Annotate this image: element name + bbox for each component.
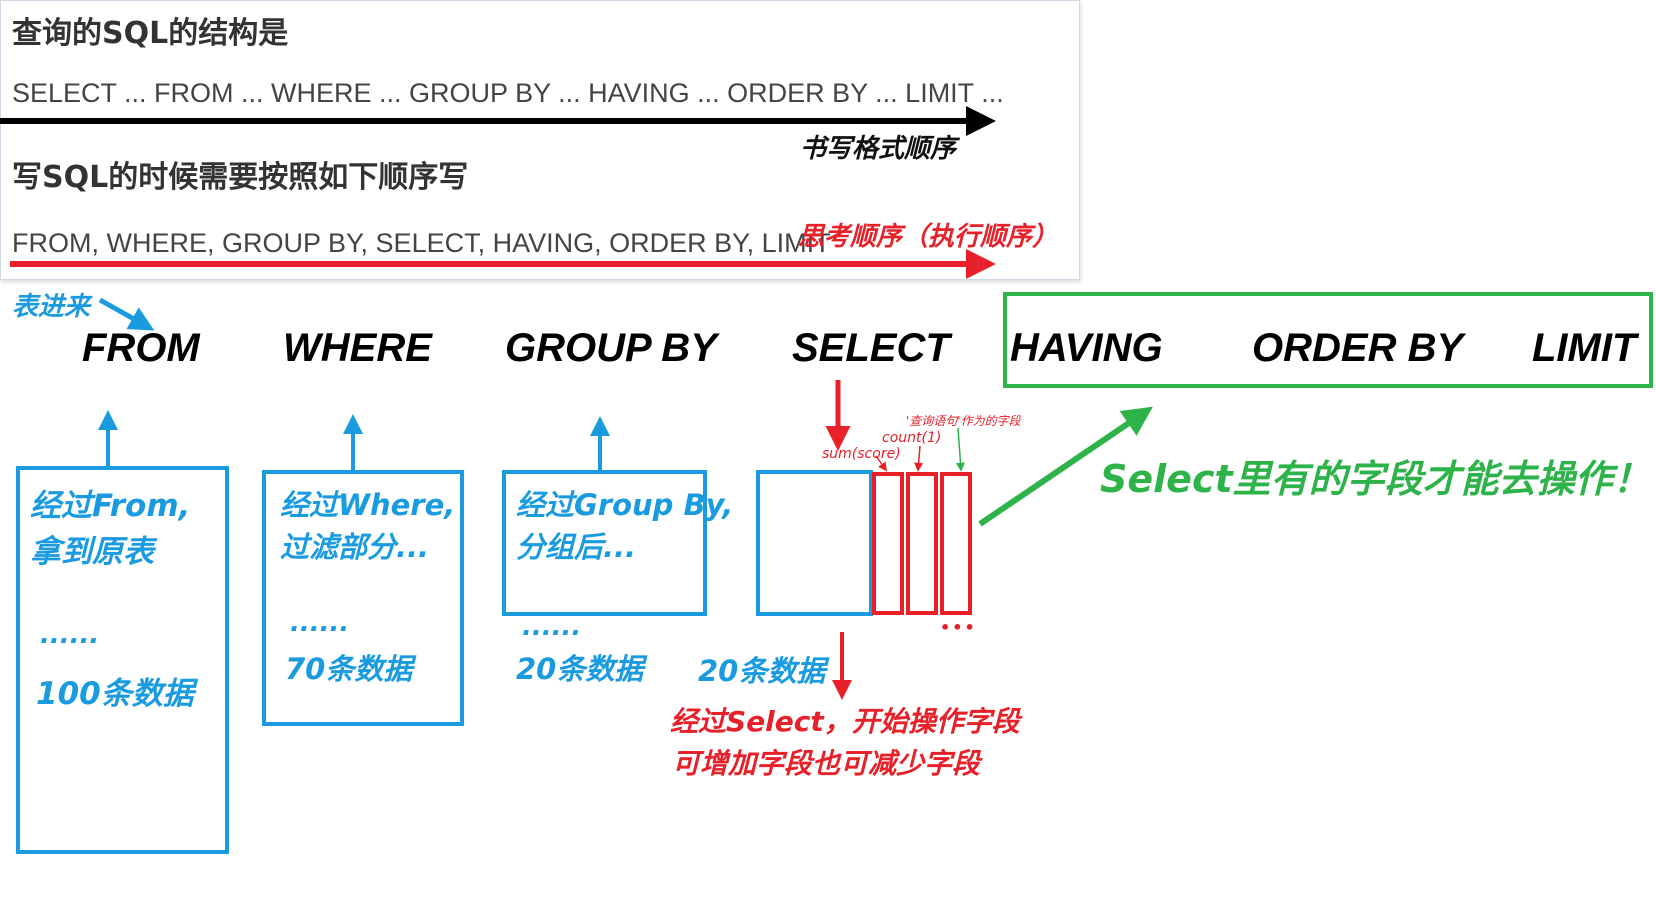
keyword-order-by: ORDER BY bbox=[1252, 326, 1464, 370]
where-stage-box bbox=[262, 470, 464, 726]
select-stage-box bbox=[756, 470, 873, 616]
panel-title-structure: 查询的SQL的结构是 bbox=[12, 16, 289, 51]
where-stage-line2: 过滤部分... bbox=[280, 530, 430, 564]
count-pointer-arrow bbox=[914, 445, 924, 472]
write-order-label: 书写格式顺序 bbox=[800, 134, 957, 164]
keyword-where: WHERE bbox=[283, 326, 432, 370]
groupby-stage-line1: 经过Group By, bbox=[516, 488, 734, 522]
select-stage-count: 20条数据 bbox=[698, 654, 826, 688]
select-note-line1: 经过Select，开始操作字段 bbox=[670, 705, 1020, 738]
select-field-column-alias bbox=[940, 472, 972, 615]
keyword-from: FROM bbox=[82, 326, 200, 370]
groupby-stage-line2: 分组后... bbox=[516, 530, 637, 564]
write-order-sequence: SELECT ... FROM ... WHERE ... GROUP BY .… bbox=[12, 78, 1004, 108]
keyword-group-by: GROUP BY bbox=[505, 326, 717, 370]
select-note-line2: 可增加字段也可减少字段 bbox=[672, 747, 981, 780]
where-stage-count: 70条数据 bbox=[285, 652, 413, 686]
groupby-stage-dots: ...... bbox=[522, 612, 582, 642]
select-fields-only-note: Select里有的字段才能去操作！ bbox=[1100, 457, 1651, 501]
where-stage-line1: 经过Where, bbox=[280, 488, 456, 522]
panel-title-write-order: 写SQL的时候需要按照如下顺序写 bbox=[12, 160, 469, 195]
from-stage-count: 100条数据 bbox=[36, 676, 194, 712]
post-select-clauses-frame bbox=[1003, 292, 1653, 388]
select-field-column-count bbox=[906, 472, 938, 615]
keyword-having: HAVING bbox=[1010, 326, 1163, 370]
alias-pointer-arrow bbox=[955, 427, 965, 472]
table-in-arrow bbox=[98, 297, 155, 331]
groupby-stage-box bbox=[502, 470, 707, 616]
where-stage-dots: ...... bbox=[290, 608, 350, 638]
exec-order-sequence: FROM, WHERE, GROUP BY, SELECT, HAVING, O… bbox=[12, 228, 831, 258]
table-in-label: 表进来 bbox=[12, 292, 91, 322]
keyword-limit: LIMIT bbox=[1532, 326, 1637, 370]
sql-structure-panel bbox=[0, 0, 1080, 280]
keyword-select: SELECT bbox=[792, 326, 950, 370]
from-stage-dots: ...... bbox=[40, 620, 100, 650]
exec-order-label: 思考顺序（执行顺序） bbox=[798, 222, 1059, 252]
from-stage-line1: 经过From, bbox=[30, 488, 191, 524]
from-stage-line2: 拿到原表 bbox=[30, 534, 154, 570]
field-count-label: count(1) bbox=[882, 430, 942, 446]
groupby-stage-count: 20条数据 bbox=[516, 652, 644, 686]
field-sum-score-label: sum(score) bbox=[822, 446, 901, 462]
more-fields-dots: ••• bbox=[940, 618, 977, 637]
from-stage-box bbox=[16, 466, 229, 854]
select-field-column-sum bbox=[872, 472, 904, 615]
field-alias-label: '查询语句'作为的字段 bbox=[906, 414, 1021, 428]
